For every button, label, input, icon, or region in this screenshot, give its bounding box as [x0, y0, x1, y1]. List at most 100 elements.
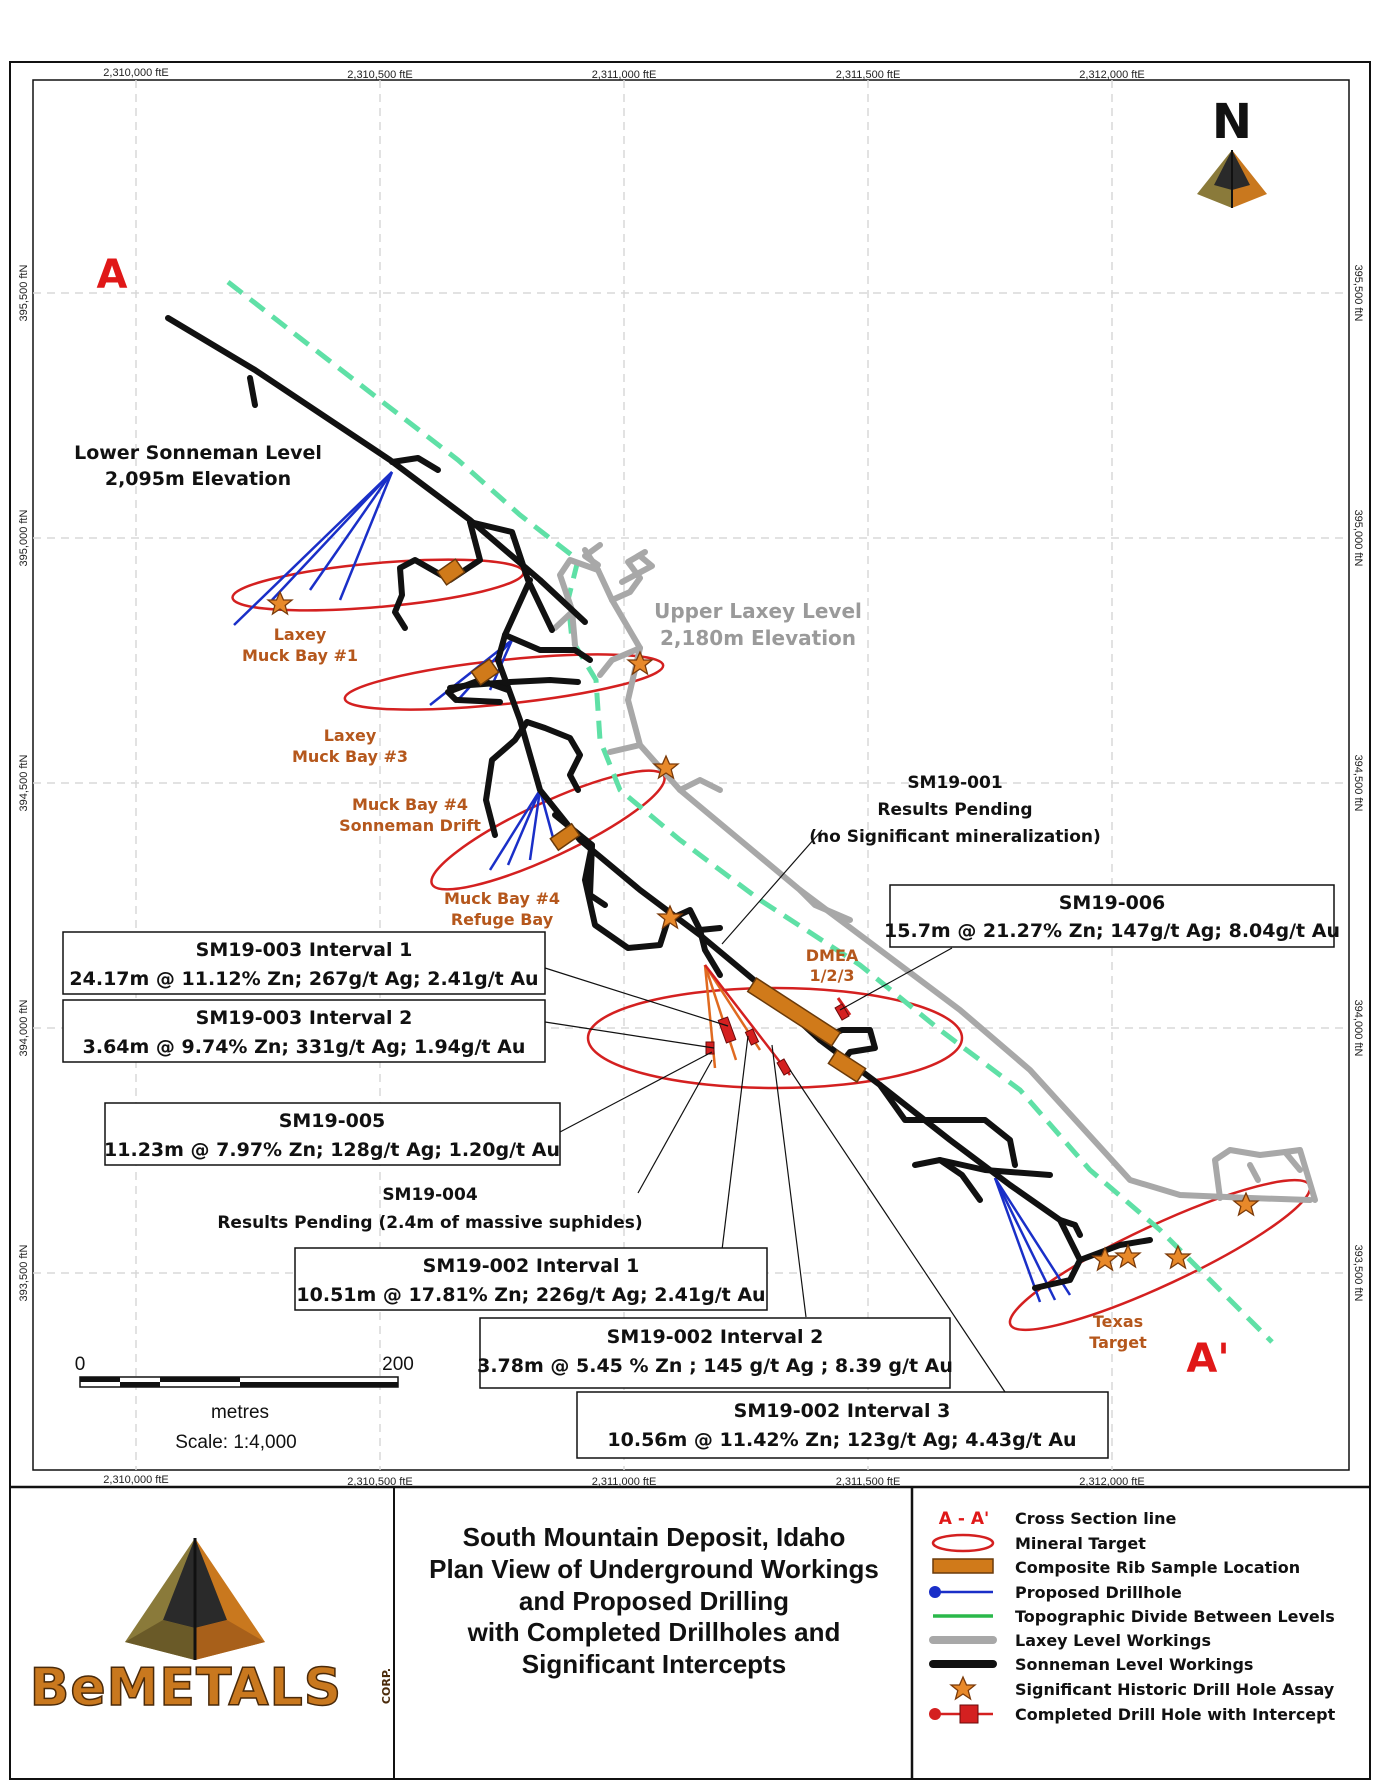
svg-text:3.78m @ 5.45 % Zn ; 145 g/t Ag: 3.78m @ 5.45 % Zn ; 145 g/t Ag ; 8.39 g/…: [477, 1355, 953, 1377]
target-laxey-3: [343, 653, 665, 711]
tick-east-top: 2,311,000 ftE: [592, 69, 657, 81]
tick-east-top: 2,310,000 ftE: [103, 67, 168, 79]
tick-east-bottom: 2,311,500 ftE: [836, 1476, 901, 1488]
tick-east-bottom: 2,310,500 ftE: [347, 1476, 412, 1488]
legend-section-symbol: A - A': [939, 1509, 989, 1529]
target-label-laxey-1: Muck Bay #1: [242, 646, 358, 665]
legend-item-divide: Topographic Divide Between Levels: [1015, 1607, 1335, 1626]
tick-north-left: 394,500 ftN: [18, 755, 30, 812]
tick-north-left: 393,500 ftN: [18, 1245, 30, 1302]
leader-lines: [544, 829, 1006, 1393]
legend-item-completed: Completed Drill Hole with Intercept: [1015, 1705, 1336, 1724]
scale-unit: metres: [211, 1402, 269, 1423]
target-label-mb4-refuge: Refuge Bay: [451, 910, 554, 929]
svg-text:SM19-005: SM19-005: [279, 1110, 386, 1132]
legend: A - A' Cross Section line Mineral Target…: [929, 1509, 1336, 1724]
svg-text:SM19-003 Interval 1: SM19-003 Interval 1: [196, 939, 413, 961]
target-label-laxey-3: Laxey: [324, 726, 377, 745]
callout-sm19-004: SM19-004: [382, 1185, 478, 1205]
svg-text:SM19-006: SM19-006: [1059, 892, 1166, 914]
svg-text:10.56m @ 11.42% Zn; 123g/t Ag;: 10.56m @ 11.42% Zn; 123g/t Ag; 4.43g/t A…: [607, 1429, 1076, 1451]
target-label-mb4-refuge: Muck Bay #4: [444, 889, 560, 908]
target-label-laxey-1: Laxey: [274, 625, 327, 644]
scale-max: 200: [382, 1354, 414, 1375]
legend-target-symbol: [931, 1533, 995, 1553]
legend-star-symbol: [950, 1676, 976, 1700]
legend-item-cross-section: Cross Section line: [1015, 1509, 1177, 1528]
intercept-box-sm19-002-i1: SM19-002 Interval 1 10.51m @ 17.81% Zn; …: [294, 1247, 768, 1311]
svg-text:10.51m @ 17.81% Zn; 226g/t Ag;: 10.51m @ 17.81% Zn; 226g/t Ag; 2.41g/t A…: [296, 1284, 765, 1306]
intercept-box-sm19-002-i2: SM19-002 Interval 2 3.78m @ 5.45 % Zn ; …: [477, 1317, 953, 1389]
grid-labels-left: 395,500 ftN 395,000 ftN 394,500 ftN 394,…: [18, 265, 30, 1302]
legend-rib-symbol: [932, 1558, 994, 1574]
tick-east-bottom: 2,311,000 ftE: [592, 1476, 657, 1488]
upper-level-label: Upper Laxey Level: [654, 599, 862, 623]
callout-sm19-004: Results Pending (2.4m of massive suphide…: [217, 1213, 642, 1233]
target-label-mb4-drift: Muck Bay #4: [352, 795, 468, 814]
rib-samples: [436, 558, 867, 1084]
tick-east-bottom: 2,310,000 ftE: [103, 1474, 168, 1486]
svg-text:with Completed Drillholes and: with Completed Drillholes and: [467, 1617, 841, 1647]
legend-item-proposed: Proposed Drillhole: [1015, 1583, 1182, 1602]
scale-zero: 0: [75, 1354, 86, 1375]
target-label-laxey-3: Muck Bay #3: [292, 747, 408, 766]
logo-suffix: CORP.: [380, 1668, 393, 1704]
svg-text:South Mountain Deposit, Idaho: South Mountain Deposit, Idaho: [463, 1522, 846, 1552]
legend-item-rib-sample: Composite Rib Sample Location: [1015, 1558, 1300, 1577]
tick-east-top: 2,311,500 ftE: [836, 69, 901, 81]
scale-bar: 0 200 metres Scale: 1:4,000: [75, 1354, 414, 1453]
svg-text:3.64m @ 9.74% Zn; 331g/t Ag; 1: 3.64m @ 9.74% Zn; 331g/t Ag; 1.94g/t Au: [83, 1036, 526, 1058]
svg-text:SM19-002 Interval 3: SM19-002 Interval 3: [734, 1400, 951, 1422]
tick-north-right: 393,500 ftN: [1352, 1245, 1364, 1302]
target-label-mb4-drift: Sonneman Drift: [339, 816, 481, 835]
target-dmea: [586, 986, 964, 1090]
logo-wordmark: BeMETALS: [30, 1658, 342, 1718]
tick-east-bottom: 2,312,000 ftE: [1079, 1476, 1144, 1488]
intercept-box-sm19-003-i2: SM19-003 Interval 2 3.64m @ 9.74% Zn; 33…: [62, 999, 546, 1063]
intercept-box-sm19-002-i3: SM19-002 Interval 3 10.56m @ 11.42% Zn; …: [576, 1391, 1109, 1459]
svg-text:24.17m @ 11.12% Zn; 267g/t Ag;: 24.17m @ 11.12% Zn; 267g/t Ag; 2.41g/t A…: [69, 968, 538, 990]
svg-text:Plan View of Underground Worki: Plan View of Underground Workings: [429, 1554, 879, 1584]
lower-level-label: Lower Sonneman Level: [74, 442, 322, 464]
tick-north-right: 395,000 ftN: [1352, 510, 1364, 567]
sonneman-workings: [165, 315, 1153, 1291]
callout-sm19-001: Results Pending: [877, 800, 1032, 820]
callout-sm19-001: (no Significant mineralization): [809, 827, 1101, 847]
laxey-workings: [552, 542, 1318, 1203]
bemetals-logo: BeMETALS CORP.: [29, 1538, 393, 1719]
tick-north-right: 394,500 ftN: [1352, 755, 1364, 812]
tick-north-left: 395,000 ftN: [18, 510, 30, 567]
section-label-a-prime: A': [1186, 1336, 1229, 1382]
grid-labels-right: 395,500 ftN 395,000 ftN 394,500 ftN 394,…: [1352, 265, 1364, 1302]
outer-frame: [9, 61, 1371, 1780]
completed-drillholes: [703, 964, 852, 1076]
svg-text:15.7m @ 21.27% Zn; 147g/t Ag;: 15.7m @ 21.27% Zn; 147g/t Ag; 8.04g/t Au: [884, 920, 1340, 942]
upper-level-elevation: 2,180m Elevation: [660, 626, 856, 650]
tick-north-right: 395,500 ftN: [1352, 265, 1364, 322]
legend-item-sonneman: Sonneman Level Workings: [1015, 1655, 1253, 1674]
tick-east-top: 2,312,000 ftE: [1079, 69, 1144, 81]
scale-ratio: Scale: 1:4,000: [175, 1432, 296, 1453]
target-label-texas: Target: [1089, 1333, 1147, 1352]
target-label-dmea: 1/2/3: [809, 966, 854, 985]
tick-north-right: 394,000 ftN: [1352, 1000, 1364, 1057]
target-label-texas: Texas: [1093, 1312, 1143, 1331]
legend-item-laxey: Laxey Level Workings: [1015, 1631, 1211, 1650]
figure-title: South Mountain Deposit, Idaho Plan View …: [429, 1522, 879, 1679]
svg-text:Significant Intercepts: Significant Intercepts: [522, 1649, 786, 1679]
north-arrow-icon: N: [1197, 94, 1267, 208]
svg-text:SM19-002 Interval 2: SM19-002 Interval 2: [607, 1326, 824, 1348]
svg-text:SM19-002 Interval 1: SM19-002 Interval 1: [423, 1255, 640, 1277]
grid-labels-bottom: 2,310,000 ftE 2,310,500 ftE 2,311,000 ft…: [103, 1474, 1144, 1488]
section-label-a: A: [97, 252, 128, 298]
svg-text:11.23m @ 7.97% Zn; 128g/t Ag;: 11.23m @ 7.97% Zn; 128g/t Ag; 1.20g/t Au: [104, 1139, 560, 1161]
svg-text:and Proposed Drilling: and Proposed Drilling: [519, 1586, 789, 1616]
intercept-box-sm19-005: SM19-005 11.23m @ 7.97% Zn; 128g/t Ag; 1…: [104, 1102, 561, 1166]
target-label-dmea: DMEA: [806, 946, 859, 965]
tick-east-top: 2,310,500 ftE: [347, 69, 412, 81]
legend-item-mineral-target: Mineral Target: [1015, 1534, 1146, 1553]
north-label: N: [1212, 94, 1252, 150]
intercept-box-sm19-003-i1: SM19-003 Interval 1 24.17m @ 11.12% Zn; …: [62, 931, 546, 995]
tick-north-left: 394,000 ftN: [18, 1000, 30, 1057]
